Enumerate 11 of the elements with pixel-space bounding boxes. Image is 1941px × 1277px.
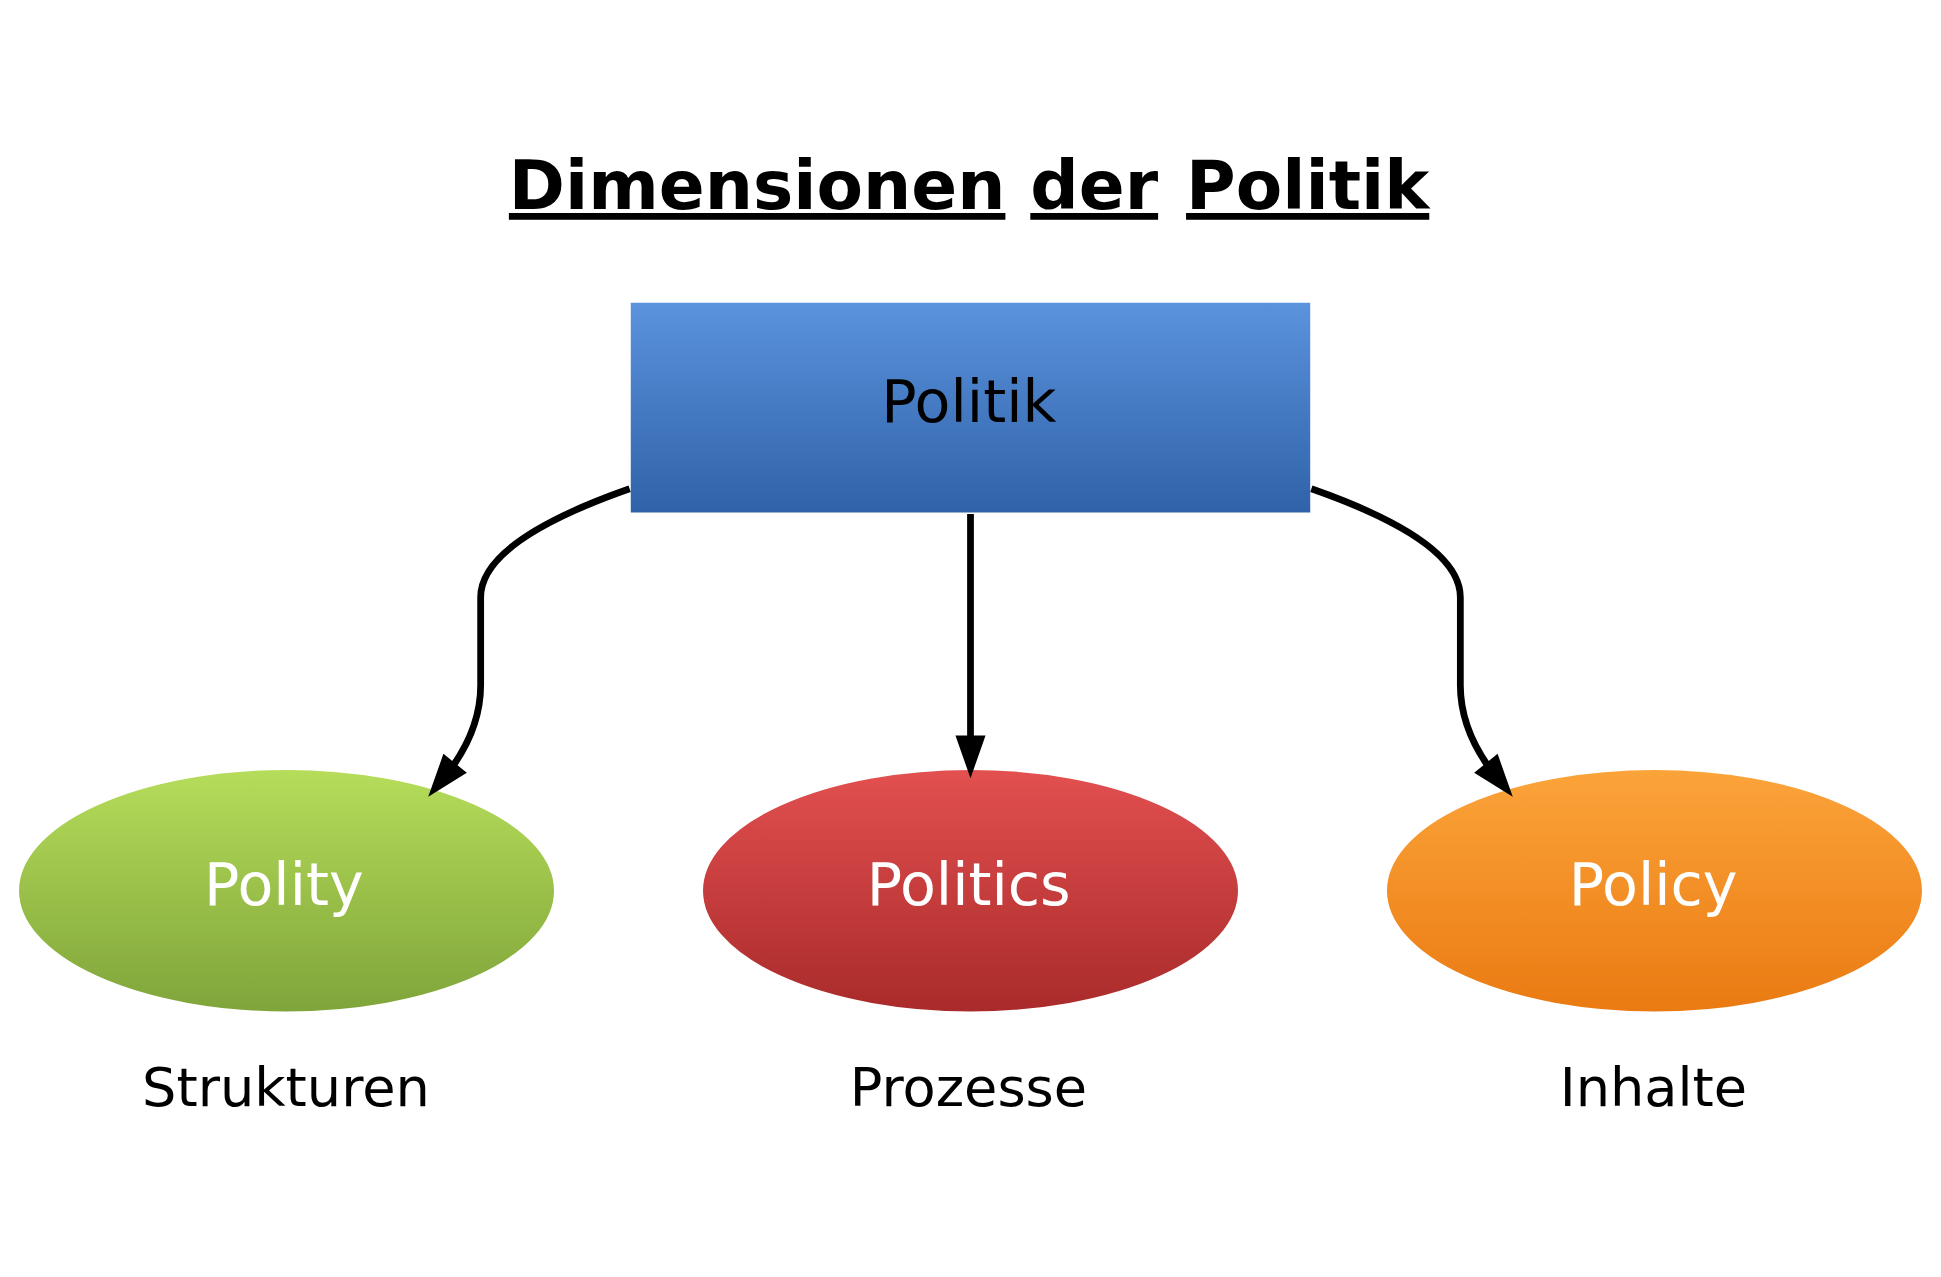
node-label: Prozesse [849,1055,1088,1119]
node-box: Politik [628,299,1313,515]
node-ellipse: Politics [700,767,1241,1014]
arrow [428,485,631,797]
node-ellipse: Policy [1384,767,1925,1014]
arrow [955,513,986,778]
diagram-title: Dimensionen der Politik [508,145,1430,225]
arrow [1310,485,1513,797]
node-label: Inhalte [1559,1055,1748,1119]
node-ellipse: Polity [16,767,557,1014]
node-label: Strukturen [142,1055,430,1119]
